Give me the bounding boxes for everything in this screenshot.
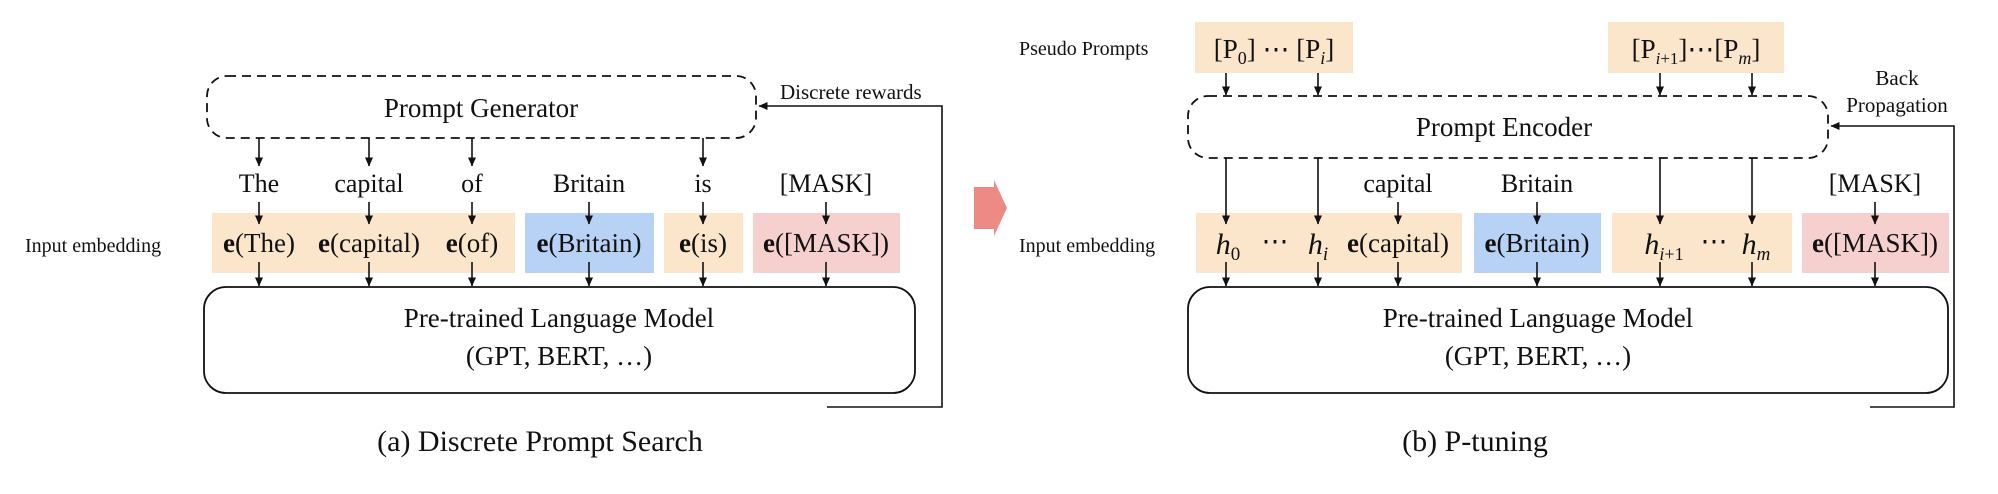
word-of: of xyxy=(461,169,483,198)
panel-b: Pseudo Prompts [P0] ⋯ [Pi] [Pi+1]⋯[Pm] P… xyxy=(1019,22,1955,458)
emb-mask: e([MASK]) xyxy=(763,228,889,258)
pseudo-prompt-box-1 xyxy=(1195,22,1353,73)
caption-b: (b) P-tuning xyxy=(1402,425,1548,458)
reward-feedback-arrow xyxy=(758,102,943,408)
caption-a: (a) Discrete Prompt Search xyxy=(377,425,703,458)
emb-box-orange-b1 xyxy=(1196,213,1462,273)
pseudo-prompts-p0-pi: [P0] ⋯ [Pi] xyxy=(1214,34,1335,68)
prompt-encoder-label: Prompt Encoder xyxy=(1416,112,1592,142)
prompt-encoder-box xyxy=(1187,95,1829,159)
word-mask: [MASK] xyxy=(780,169,872,198)
emb-mask-b: e([MASK]) xyxy=(1812,228,1938,258)
ellipsis-hi1-hm: ⋯ xyxy=(1701,226,1728,256)
pseudo-prompt-box-2 xyxy=(1608,22,1784,73)
pseudo-prompts-pi1-pm: [Pi+1]⋯[Pm] xyxy=(1632,34,1761,68)
emb-box-orange-b2 xyxy=(1612,213,1792,273)
plm-box-b xyxy=(1187,286,1949,394)
hidden-hi1: hi+1 xyxy=(1644,228,1683,264)
panel-a: Prompt Generator Discrete rewards Input … xyxy=(25,75,943,458)
plm-subtitle-a: (GPT, BERT, …) xyxy=(466,341,652,371)
word-capital: capital xyxy=(334,169,403,198)
prompt-generator-box xyxy=(206,75,757,139)
input-embedding-label-b: Input embedding xyxy=(1019,235,1155,257)
input-embedding-label-a: Input embedding xyxy=(25,235,161,257)
plm-title-a: Pre-trained Language Model xyxy=(404,303,714,333)
hidden-hm: hm xyxy=(1742,228,1771,265)
emb-is: e(is) xyxy=(679,228,727,258)
word-britain-b: Britain xyxy=(1501,169,1573,198)
transition-arrow xyxy=(974,180,1007,236)
plm-box-a xyxy=(203,286,916,394)
emb-the: e(The) xyxy=(223,228,295,258)
plm-subtitle-b: (GPT, BERT, …) xyxy=(1445,341,1631,371)
emb-of: e(of) xyxy=(446,228,498,258)
pseudo-prompts-label: Pseudo Prompts xyxy=(1019,38,1149,60)
discrete-rewards-label: Discrete rewards xyxy=(780,80,922,104)
ellipsis-h0-hi: ⋯ xyxy=(1262,226,1289,256)
backprop-feedback-arrow xyxy=(1830,122,1955,408)
hidden-hi: hi xyxy=(1308,228,1328,265)
emb-britain: e(Britain) xyxy=(537,228,642,258)
propagation-label: Propagation xyxy=(1846,93,1948,117)
prompt-generator-label: Prompt Generator xyxy=(384,93,578,123)
hidden-h0: h0 xyxy=(1216,228,1241,265)
word-capital-b: capital xyxy=(1363,169,1432,198)
word-mask-b: [MASK] xyxy=(1829,169,1921,198)
emb-capital: e(capital) xyxy=(318,228,420,258)
plm-title-b: Pre-trained Language Model xyxy=(1383,303,1693,333)
word-britain: Britain xyxy=(553,169,625,198)
word-the: The xyxy=(239,169,279,198)
word-is: is xyxy=(694,169,711,198)
emb-capital-b: e(capital) xyxy=(1347,228,1449,258)
emb-britain-b: e(Britain) xyxy=(1485,228,1590,258)
back-label: Back xyxy=(1875,66,1919,90)
